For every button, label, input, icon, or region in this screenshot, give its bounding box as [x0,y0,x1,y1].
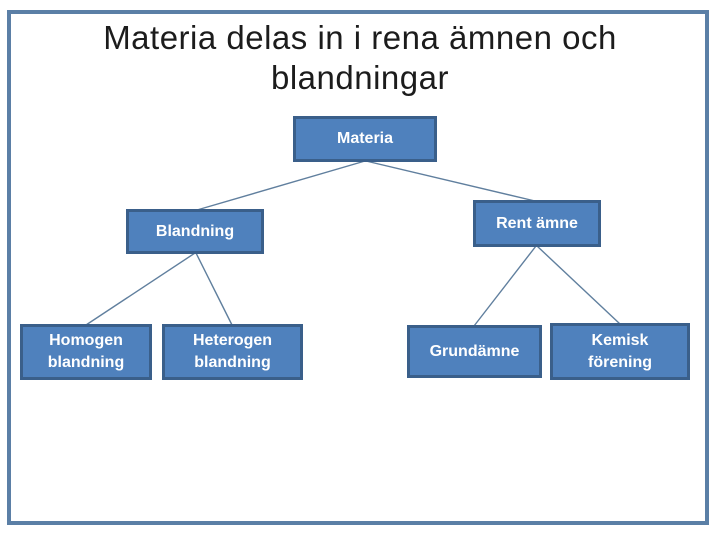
diagram-node-grundamne: Grundämne [407,325,542,378]
slide-title-line-1: Materia delas in i rena ämnen och [103,19,617,56]
slide-title-line-2: blandningar [271,59,449,96]
diagram-node-blandning: Blandning [126,209,264,254]
diagram-node-heterogen-blandning: Heterogen blandning [162,324,303,380]
diagram-node-materia: Materia [293,116,437,162]
diagram-node-rent-amne: Rent ämne [473,200,601,247]
diagram-node-homogen-blandning: Homogen blandning [20,324,152,380]
slide-title: Materia delas in i rena ämnen och blandn… [40,18,680,98]
diagram-node-kemisk-forening: Kemisk förening [550,323,690,380]
